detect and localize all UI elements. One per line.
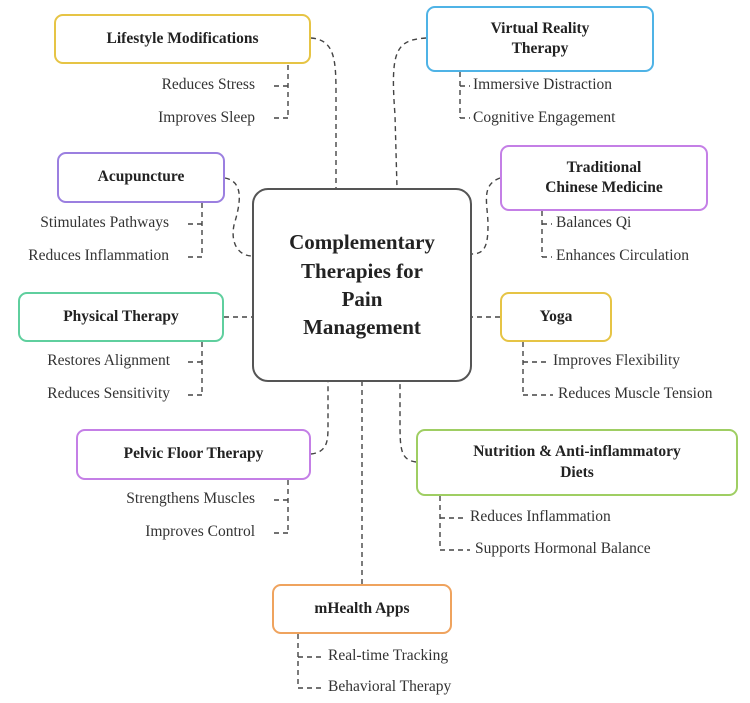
lifestyle-modifications-title: Lifestyle Modifications [106, 29, 259, 47]
nutrition-item: Supports Hormonal Balance [475, 540, 651, 557]
leaf-link-yoga [522, 342, 553, 396]
central-topic-line: Pain [341, 287, 383, 311]
central-topic-box: Complementary Therapies for Pain Managem… [252, 188, 472, 382]
acupuncture-title: Acupuncture [97, 168, 185, 186]
leaf-link-acupuncture [184, 203, 203, 258]
link-acupuncture [224, 177, 253, 257]
pelvic-item: Improves Control [145, 523, 255, 540]
central-topic-line: Therapies for [301, 258, 423, 283]
physical-therapy-title: Physical Therapy [63, 307, 179, 325]
nutrition-title-line: Nutrition & Anti-inflammatory [473, 443, 681, 461]
physical-item: Restores Alignment [47, 352, 170, 369]
yoga-item: Reduces Muscle Tension [558, 385, 713, 402]
virtual-reality-title-line: Virtual Reality [490, 19, 590, 37]
tcm-item: Balances Qi [556, 214, 632, 231]
nutrition-item: Reduces Inflammation [470, 508, 611, 525]
link-vr [392, 37, 427, 189]
pelvic-floor-title: Pelvic Floor Therapy [123, 445, 264, 463]
acupuncture-box: Acupuncture [57, 152, 225, 203]
pelvic-item: Strengthens Muscles [126, 490, 255, 507]
physical-item: Reduces Sensitivity [47, 385, 170, 402]
link-nutrition [399, 382, 417, 463]
leaf-link-tcm [541, 211, 552, 258]
lifestyle-item: Reduces Stress [161, 76, 255, 93]
mhealth-item: Real-time Tracking [328, 647, 449, 664]
link-lifestyle [310, 37, 337, 188]
virtual-reality-box: Virtual Reality Therapy [426, 6, 654, 72]
link-pelvic [310, 382, 329, 455]
acupuncture-item: Reduces Inflammation [28, 247, 169, 264]
pelvic-floor-box: Pelvic Floor Therapy [76, 429, 311, 480]
tcm-title-line: Traditional [566, 158, 642, 176]
mhealth-item: Behavioral Therapy [328, 678, 452, 695]
acupuncture-item: Stimulates Pathways [40, 214, 169, 231]
lifestyle-item: Improves Sleep [158, 109, 255, 126]
yoga-box: Yoga [500, 292, 612, 342]
tcm-title-line: Chinese Medicine [545, 179, 663, 196]
nutrition-title-line: Diets [560, 463, 594, 481]
mhealth-apps-box: mHealth Apps [272, 584, 452, 634]
tcm-item: Enhances Circulation [556, 247, 689, 264]
vr-item: Cognitive Engagement [473, 109, 616, 126]
mhealth-apps-title: mHealth Apps [314, 599, 410, 617]
virtual-reality-title-line: Therapy [511, 40, 569, 57]
link-tcm [471, 177, 501, 255]
leaf-link-vr [459, 72, 470, 119]
nutrition-box: Nutrition & Anti-inflammatory Diets [416, 429, 738, 496]
yoga-item: Improves Flexibility [553, 352, 681, 369]
vr-item: Immersive Distraction [473, 76, 613, 93]
leaf-link-nutrition [439, 496, 470, 551]
yoga-title: Yoga [539, 307, 573, 325]
tcm-box: Traditional Chinese Medicine [500, 145, 708, 211]
leaf-link-lifestyle [270, 65, 289, 119]
leaf-link-physical [184, 342, 203, 396]
central-topic-line: Management [303, 315, 421, 340]
leaf-link-pelvic [270, 480, 289, 534]
central-topic-line: Complementary [289, 230, 435, 255]
physical-therapy-box: Physical Therapy [18, 292, 224, 342]
leaf-link-mhealth [297, 634, 323, 689]
lifestyle-modifications-box: Lifestyle Modifications [54, 14, 311, 64]
